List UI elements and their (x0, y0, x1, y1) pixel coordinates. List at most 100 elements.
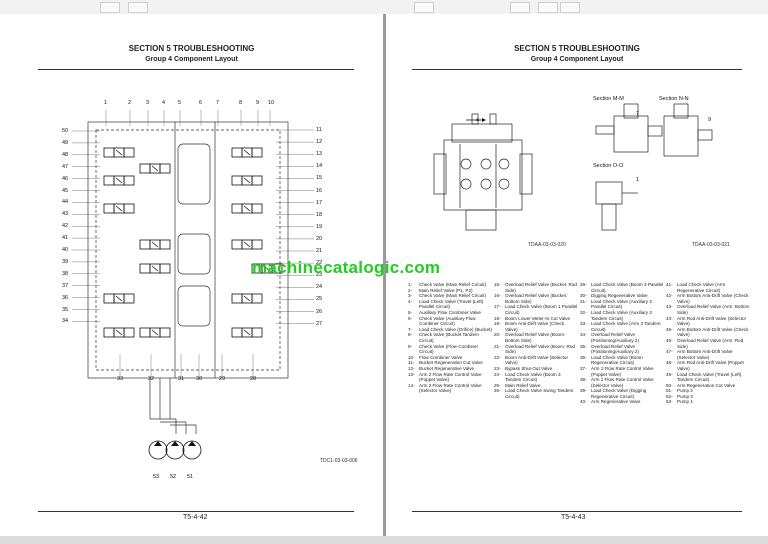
valve-spool-symbol (103, 147, 135, 158)
callout-label: 3 (146, 100, 150, 106)
legend-text: Check Valve (Main Relief Circuit) (419, 293, 487, 299)
legend-number: 41- (666, 282, 673, 287)
legend-item: 51-Pump 2 (666, 388, 750, 394)
callout-label: 46 (62, 175, 69, 182)
legend-text: Arm Bottom Anti-Drift Valve (Check Valve… (677, 293, 749, 304)
legend-item: 17-Load Check Valve (Boom 1 Parallel Cir… (494, 304, 578, 315)
legend-item: 33-Load Check Valve (Arm 3 Tandem Circui… (580, 321, 664, 332)
legend-column-3: 29-Load Check Valve (Boom 3 Parallel Cir… (580, 282, 664, 405)
legend-text: Overload Relief Valve (Bucket: Rod Side) (505, 282, 577, 293)
callout-label: 40 (62, 247, 69, 253)
legend-item: 35- Overload Relief Valve (Positioning/Au… (580, 344, 664, 355)
callout-label: 22 (316, 260, 323, 267)
header-rule (38, 69, 354, 70)
legend-text: Load Check Valve (Arm Regenerative Circu… (677, 282, 726, 293)
callout-label: 15 (316, 175, 323, 182)
callout-label: 14 (316, 163, 323, 170)
callout-label: 36 (62, 294, 69, 301)
legend-item: 41- Load Check Valve (Arm Regenerative Ci… (666, 282, 750, 293)
legend-number: 48- (666, 360, 673, 366)
legend-text: Overload Relief Valve (Arm: Bottom Side) (677, 304, 750, 315)
legend-text: Check Valve (Auxiliary Flow Combiner Cir… (419, 315, 476, 327)
legend-text: Arm Regeneration Cut Valve (677, 382, 736, 388)
legend-number: 29- (580, 282, 587, 287)
legend-item: 39-Load Check Valve (Digging Regenerativ… (580, 388, 664, 399)
legend-item: 32-Load Check Valve (Auxiliary 2 Tandem … (580, 310, 664, 321)
legend-number: 19- (494, 321, 501, 327)
callout-label: 2 (128, 100, 132, 106)
callout-label: 32 (148, 376, 155, 382)
legend-item: 10-Flow Combiner Valve (408, 355, 492, 361)
figure-code: TDC1-03-03-006 (320, 458, 358, 464)
valve-spool-symbol (231, 147, 263, 158)
legend-text: Pump 1 (677, 399, 693, 405)
section-title: SECTION 5 TROUBLESHOOTING (514, 44, 640, 53)
legend-number: 13- (408, 371, 415, 377)
valve-spool-symbol (103, 175, 135, 186)
callout-label: 44 (62, 199, 69, 206)
figure-code-left: TDAA-03-03-020 (528, 242, 566, 248)
callout-label: 28 (250, 376, 257, 382)
toolbar-button[interactable] (560, 2, 580, 13)
legend-text: Boom Anti-Drift Valve (Selector Valve) (505, 354, 568, 366)
legend-text: Arm Regenerative Valve (591, 399, 641, 405)
legend-text: Load Check Valve (Auxiliary 2 Tandem Cir… (591, 309, 652, 321)
callout-label: 6 (199, 100, 203, 106)
callout-label: 19 (316, 223, 323, 230)
legend-text: Arm 1 Flow Rate Control Valve (Selector … (591, 377, 654, 388)
legend-item: 22- Boom Anti-Drift Valve (Selector Valve… (494, 355, 578, 366)
legend-number: 14- (408, 382, 415, 388)
legend-number: 35- (580, 343, 587, 349)
valve-spool-symbol (231, 203, 263, 214)
legend-text: Arm 2 Flow Rate Control Valve (Poppet Va… (419, 371, 482, 383)
legend-text: Check Valve (Bucket Tandem Circuit) (419, 332, 479, 343)
pump-group (148, 440, 202, 460)
legend-number: 22- (494, 354, 501, 360)
valve-spool-symbol (231, 239, 263, 250)
legend-number: 36- (580, 354, 587, 360)
callout-label: 17 (316, 199, 323, 206)
legend-item: 21-Overload Relief Valve (Boom: Rod Side… (494, 344, 578, 355)
legend-number: 46- (666, 337, 673, 343)
callout-label: 51 (187, 474, 194, 480)
legend-number: 9- (408, 343, 413, 349)
legend-item: 7-Load Check Valve (Orifice) (Bucket) (408, 327, 492, 333)
legend-text: Pump 3 (677, 393, 693, 399)
legend-column-2: 15-Overload Relief Valve (Bucket: Rod Si… (494, 282, 578, 399)
callout-label: 52 (170, 474, 177, 480)
callout-label: 5 (178, 100, 182, 106)
valve-spool-symbol (103, 293, 135, 304)
legend-text: Load Check Valve (Digging Regenerative C… (591, 388, 647, 399)
toolbar-button[interactable] (414, 2, 434, 13)
callout-label: 7 (216, 100, 220, 106)
callout-label: 47 (62, 163, 69, 170)
legend-item: 34-Overload Relief Valve (Positioning/Au… (580, 332, 664, 343)
callout-label: 39 (62, 258, 69, 265)
toolbar-button[interactable] (128, 2, 148, 13)
legend-item: 38- Arm 1 Flow Rate Control Valve (Select… (580, 377, 664, 388)
legend-text: Load Check Valve (Travel (Left) Tandem C… (677, 371, 742, 383)
valve-spool-symbol (103, 203, 135, 214)
toolbar-button[interactable] (538, 2, 558, 13)
legend-text: Arm Rod Anti-Drift Valve (Poppet Valve) (677, 360, 744, 371)
legend-number: 33- (580, 321, 587, 327)
callout-label: 35 (62, 306, 69, 313)
legend-number: 38- (580, 377, 587, 383)
callout-label: 38 (62, 270, 69, 277)
legend-text: Overload Relief Valve (Positioning/Auxil… (591, 343, 639, 355)
callout-label: 34 (62, 318, 69, 325)
legend-number: 51- (666, 388, 673, 394)
legend-number: 23- (494, 365, 501, 371)
legend-text: Auxiliary Flow Combiner Valve (419, 309, 481, 315)
legend-item: 20-Overload Relief Valve (Boom: Bottom S… (494, 332, 578, 343)
callout-label: 21 (316, 248, 323, 254)
callout-label: 48 (62, 151, 69, 158)
legend-number: 50- (666, 382, 673, 388)
toolbar-button[interactable] (100, 2, 120, 13)
legend-item: 12-Bucket Regenerative Valve (408, 366, 492, 372)
section-mm-label: Section M-M (593, 96, 624, 102)
legend-number: 17- (494, 304, 501, 310)
toolbar-button[interactable] (510, 2, 530, 13)
legend-item: 8-Check Valve (Bucket Tandem Circuit) (408, 332, 492, 343)
legend-number: 4- (408, 298, 413, 304)
